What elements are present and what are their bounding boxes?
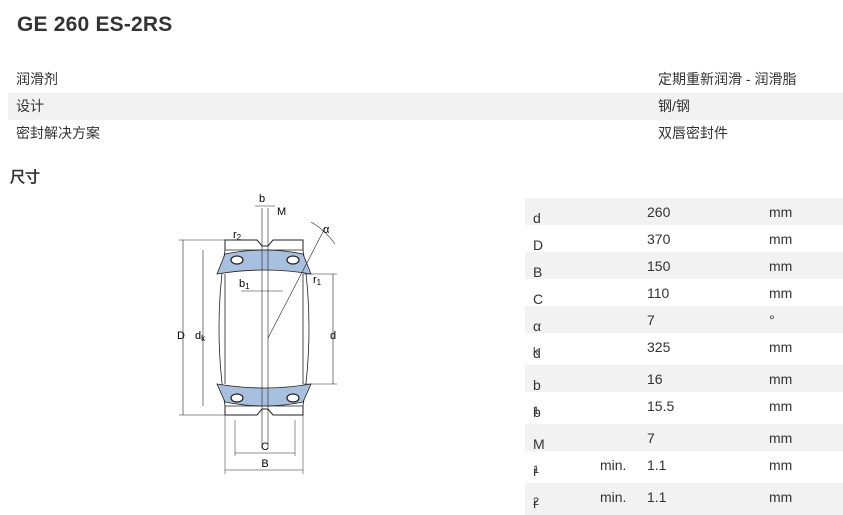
label-r1: r1 (313, 274, 322, 287)
properties-table: 润滑剂 定期重新润滑 - 润滑脂 设计 钢/钢 密封解决方案 双唇密封件 (8, 66, 843, 147)
label-alpha: α (323, 224, 330, 236)
property-row-design: 设计 钢/钢 (8, 93, 843, 120)
property-row-lubricant: 润滑剂 定期重新润滑 - 润滑脂 (8, 66, 843, 93)
dimension-qualifier: min. (600, 457, 627, 473)
dimension-value: 370 (647, 231, 671, 247)
label-m: M (277, 206, 286, 218)
bearing-drawing: b M α r2 b1 r1 D dk d C B (177, 193, 337, 474)
dimension-row-d: d 260 mm (525, 198, 843, 226)
dimension-row-alpha: α 7 ° (525, 306, 843, 334)
inner-ring (218, 249, 310, 407)
property-value: 双唇密封件 (658, 125, 728, 141)
label-d-outer: D (177, 330, 185, 342)
dimension-value: 16 (647, 371, 663, 387)
product-title: GE 260 ES-2RS (17, 13, 173, 36)
dimension-value: 150 (647, 258, 671, 274)
dimension-unit: mm (769, 231, 793, 247)
dimension-row-B: B 150 mm (525, 252, 843, 280)
dimension-row-M: M 7 mm (525, 424, 843, 452)
dimension-unit: mm (769, 204, 793, 220)
property-value: 定期重新润滑 - 润滑脂 (658, 71, 797, 87)
dimension-unit: mm (769, 430, 793, 446)
label-dk: dk (195, 330, 206, 343)
dimension-unit: mm (769, 489, 793, 505)
property-label: 设计 (16, 98, 44, 114)
label-b: b (259, 193, 265, 205)
dimension-value: 110 (647, 285, 670, 301)
label-c: C (261, 441, 269, 453)
label-r2: r2 (233, 229, 242, 242)
dimensions-table: d 260 mm D 370 mm B 150 mm C 110 mm α 7 … (525, 198, 843, 515)
seal-bottom-left (230, 393, 244, 403)
dimension-unit: mm (769, 258, 793, 274)
dimension-qualifier: min. (600, 489, 627, 505)
section-title-dimensions: 尺寸 (10, 169, 41, 186)
property-row-sealing: 密封解决方案 双唇密封件 (8, 120, 843, 147)
seal-top-right (286, 255, 300, 265)
property-label: 密封解决方案 (16, 125, 100, 141)
dimension-row-C: C 110 mm (533, 285, 793, 307)
property-value: 钢/钢 (658, 98, 690, 114)
dimension-unit: mm (769, 285, 793, 301)
dimension-unit: ° (769, 312, 775, 328)
dimension-value: 7 (647, 312, 655, 328)
property-label: 润滑剂 (16, 71, 58, 87)
label-b1: b1 (239, 278, 250, 291)
dimension-unit: mm (769, 339, 793, 355)
dimension-value: 1.1 (647, 457, 667, 473)
dimension-unit: mm (769, 398, 793, 414)
dimension-value: 325 (647, 339, 671, 355)
label-b-width: B (261, 458, 268, 470)
dimension-unit: mm (769, 457, 793, 473)
dimension-unit: mm (769, 371, 793, 387)
seal-bottom-right (286, 393, 300, 403)
dimension-value: 7 (647, 430, 655, 446)
dimension-row-D: D 370 mm (533, 231, 793, 253)
dimension-row-b: b 16 mm (525, 365, 843, 393)
seal-top-left (230, 255, 244, 265)
dimension-value: 260 (647, 204, 671, 220)
dimension-value: 1.1 (647, 489, 667, 505)
label-d-bore: d (330, 330, 336, 342)
dimension-value: 15.5 (647, 398, 675, 414)
